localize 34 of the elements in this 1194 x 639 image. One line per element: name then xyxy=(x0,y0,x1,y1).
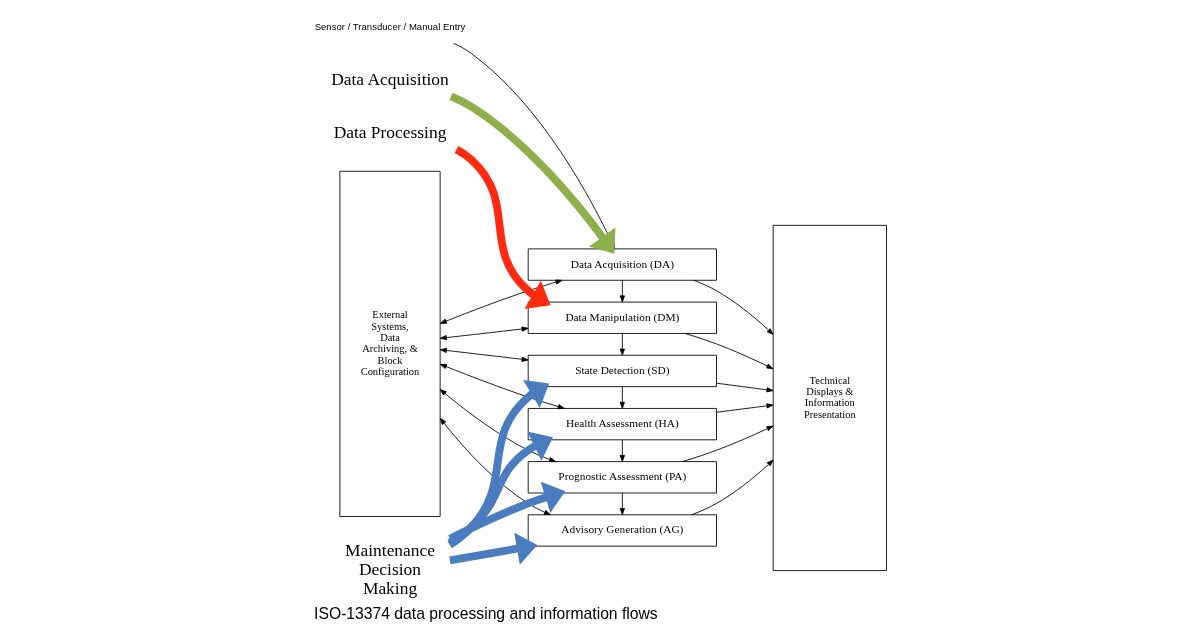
arrow xyxy=(447,380,549,549)
caption: ISO-13374 data processing and information flows xyxy=(313,604,658,622)
arrow xyxy=(439,417,551,516)
arrow xyxy=(439,347,529,362)
arrow xyxy=(681,425,773,462)
arrow xyxy=(447,431,553,547)
arrow xyxy=(439,279,562,324)
node-box: Prognostic Assessment (PA) xyxy=(527,461,717,494)
arrow xyxy=(684,333,773,370)
arrow xyxy=(715,403,773,413)
arrow xyxy=(439,326,529,341)
arrow xyxy=(690,459,774,516)
arrow xyxy=(619,333,625,356)
arrow xyxy=(439,389,556,463)
node-box: External Systems, Data Archiving, & Block Configuration xyxy=(338,170,441,517)
node-box: State Detection (SD) xyxy=(527,354,717,388)
node-box: Advisory Generation (AG) xyxy=(527,514,717,547)
arrow xyxy=(619,386,625,409)
arrow xyxy=(619,492,625,516)
arrow xyxy=(619,439,625,462)
node-text: Maintenance Decision Making xyxy=(344,539,435,599)
node-text: Data Processing xyxy=(333,122,446,143)
node-text: Sensor / Transducer / Manual Entry xyxy=(314,20,465,32)
node-text: Data Acquisition xyxy=(330,68,449,89)
arrow xyxy=(448,532,537,565)
arrow xyxy=(439,363,565,410)
node-box: Health Assessment (HA) xyxy=(527,408,717,441)
node-box: Data Acquisition (DA) xyxy=(527,248,717,281)
arrow xyxy=(454,146,551,309)
node-box: Data Manipulation (DM) xyxy=(527,301,717,334)
arrow xyxy=(692,279,773,335)
arrow xyxy=(619,279,625,303)
node-box: Technical Displays & Information Presentation xyxy=(772,224,887,572)
arrow xyxy=(715,382,773,393)
